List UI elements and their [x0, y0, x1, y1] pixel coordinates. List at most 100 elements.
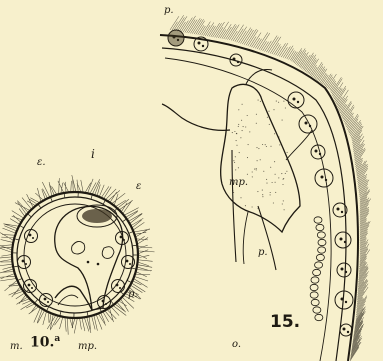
- dot-10a: [97, 263, 100, 266]
- stipple-15: [243, 126, 244, 127]
- stipple-15: [236, 140, 237, 141]
- peritoneal-cell-15: [316, 254, 324, 260]
- cell-nucleus-15: [321, 176, 324, 179]
- stipple-15: [238, 109, 239, 110]
- stipple-15: [278, 136, 279, 137]
- cell-nucleus-15: [347, 331, 349, 333]
- cell-nucleus-15: [319, 153, 321, 155]
- stipple-15: [283, 101, 284, 102]
- cell-nucleus-10a: [25, 263, 27, 265]
- cell-nucleus-15: [202, 45, 204, 47]
- wall-cell-15: [335, 232, 351, 248]
- stipple-15: [239, 152, 240, 153]
- cell-nucleus-10a: [120, 236, 123, 239]
- dark-cell-15: [168, 30, 184, 46]
- label-i: i: [91, 148, 95, 160]
- label-p-left: p.: [128, 290, 138, 300]
- connective-line-15: [286, 130, 312, 160]
- stipple-15: [270, 192, 271, 193]
- stipple-15: [256, 114, 257, 115]
- stipple-15: [240, 137, 241, 138]
- cell-nucleus-15: [305, 122, 308, 125]
- stipple-15: [252, 176, 253, 177]
- stipple-15: [238, 167, 239, 168]
- stipple-15: [242, 130, 243, 131]
- cell-nucleus-15: [340, 238, 343, 241]
- cell-nucleus-10a: [123, 239, 125, 241]
- mesoderm-cell-10a: [25, 230, 38, 243]
- cell-nucleus-10a: [119, 287, 121, 289]
- label-mp-left: mp.: [78, 342, 97, 352]
- cell-nucleus-10a: [32, 237, 34, 239]
- stipple-15: [245, 126, 246, 127]
- cell-nucleus-15: [337, 208, 340, 211]
- stipple-15: [279, 144, 280, 145]
- stipple-15: [274, 133, 275, 134]
- stipple-15: [256, 147, 257, 148]
- cell-nucleus-10a: [129, 263, 131, 265]
- stipple-15: [282, 120, 283, 121]
- label-mp-right: mp.: [229, 178, 248, 188]
- peritoneal-cell-15: [315, 314, 323, 320]
- peritoneal-cell-15: [310, 284, 318, 290]
- stipple-15: [270, 146, 271, 147]
- cell-nucleus-15: [345, 271, 347, 273]
- stipple-15: [285, 107, 286, 108]
- cell-nucleus-15: [341, 211, 343, 213]
- stipple-15: [245, 205, 246, 206]
- stipple-15: [286, 171, 287, 172]
- stipple-15: [236, 133, 237, 134]
- stipple-15: [269, 124, 270, 125]
- apical-nucleus-10a: [82, 209, 112, 223]
- cell-nucleus-15: [297, 101, 299, 103]
- stipple-15: [235, 169, 236, 170]
- stipple-15: [262, 194, 263, 195]
- peritoneal-cell-15: [315, 262, 323, 268]
- stipple-15: [247, 115, 248, 116]
- stipple-15: [260, 101, 261, 102]
- stipple-15: [283, 178, 284, 179]
- cell-nucleus-15: [341, 298, 344, 301]
- stipple-15: [263, 171, 264, 172]
- cell-nucleus-10a: [29, 234, 32, 237]
- cell-nucleus-15: [233, 58, 236, 61]
- stomach-sac-10a: [55, 206, 123, 310]
- stipple-15: [266, 183, 267, 184]
- stipple-15: [232, 132, 233, 133]
- figure-15-drawing: [160, 15, 371, 361]
- stipple-15: [275, 192, 276, 193]
- stipple-15: [276, 101, 277, 102]
- cell-nucleus-15: [345, 301, 347, 303]
- stipple-15: [256, 123, 257, 124]
- cell-nucleus-10a: [47, 301, 49, 303]
- stipple-15: [287, 152, 288, 153]
- wall-cell-15: [288, 92, 304, 108]
- cell-nucleus-15: [344, 241, 346, 243]
- figure-number-10a-superscript: a: [54, 334, 60, 344]
- stipple-15: [266, 146, 267, 147]
- label-epsilon-right: ε: [136, 182, 141, 192]
- stipple-15: [262, 196, 263, 197]
- stipple-15: [238, 124, 239, 125]
- stipple-15: [267, 117, 268, 118]
- stipple-15: [282, 203, 283, 204]
- stipple-15: [283, 200, 284, 201]
- peritoneal-cell-15: [311, 277, 319, 283]
- label-m: m.: [10, 342, 23, 352]
- stipple-15: [275, 182, 276, 183]
- stipple-15: [268, 111, 269, 112]
- stipple-15: [274, 161, 275, 162]
- cilia-fringe-15: [170, 15, 371, 361]
- dot-10a: [87, 261, 90, 264]
- stipple-15: [258, 100, 259, 101]
- cell-nucleus-10a: [105, 303, 107, 305]
- mesentery-strand-15: [162, 104, 230, 130]
- cell-nucleus-10a: [116, 284, 119, 287]
- inclusion-10a: [72, 241, 85, 254]
- cell-nucleus-10a: [44, 298, 47, 301]
- wall-cell-15: [340, 324, 352, 336]
- stipple-15: [275, 174, 276, 175]
- stipple-15: [256, 169, 257, 170]
- peritoneal-cell-15: [313, 269, 321, 275]
